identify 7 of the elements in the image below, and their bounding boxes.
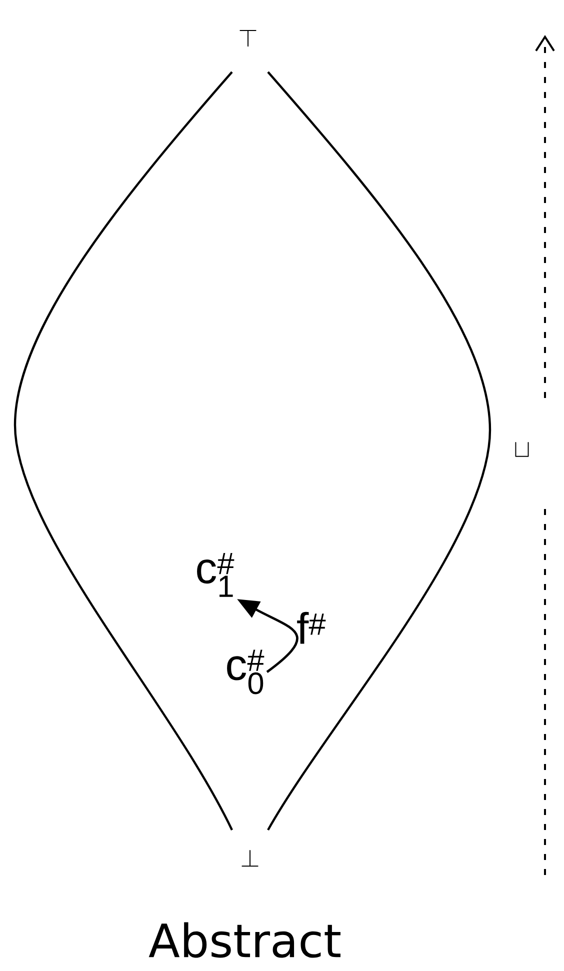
- edge-label: $\mathsf{f}^{\#}$: [297, 612, 326, 644]
- caption: Abstract: [148, 922, 340, 958]
- element-label: $\mathsf{c}_{\mathsf{0}}^{\#}$: [227, 650, 264, 694]
- element-label: $\mathsf{c}_{\mathsf{1}}^{\#}$: [197, 553, 234, 597]
- bottom-symbol: $\bot$: [242, 850, 258, 867]
- join-symbol: $\sqcup$: [515, 442, 529, 457]
- top-symbol: $\top$: [240, 30, 256, 47]
